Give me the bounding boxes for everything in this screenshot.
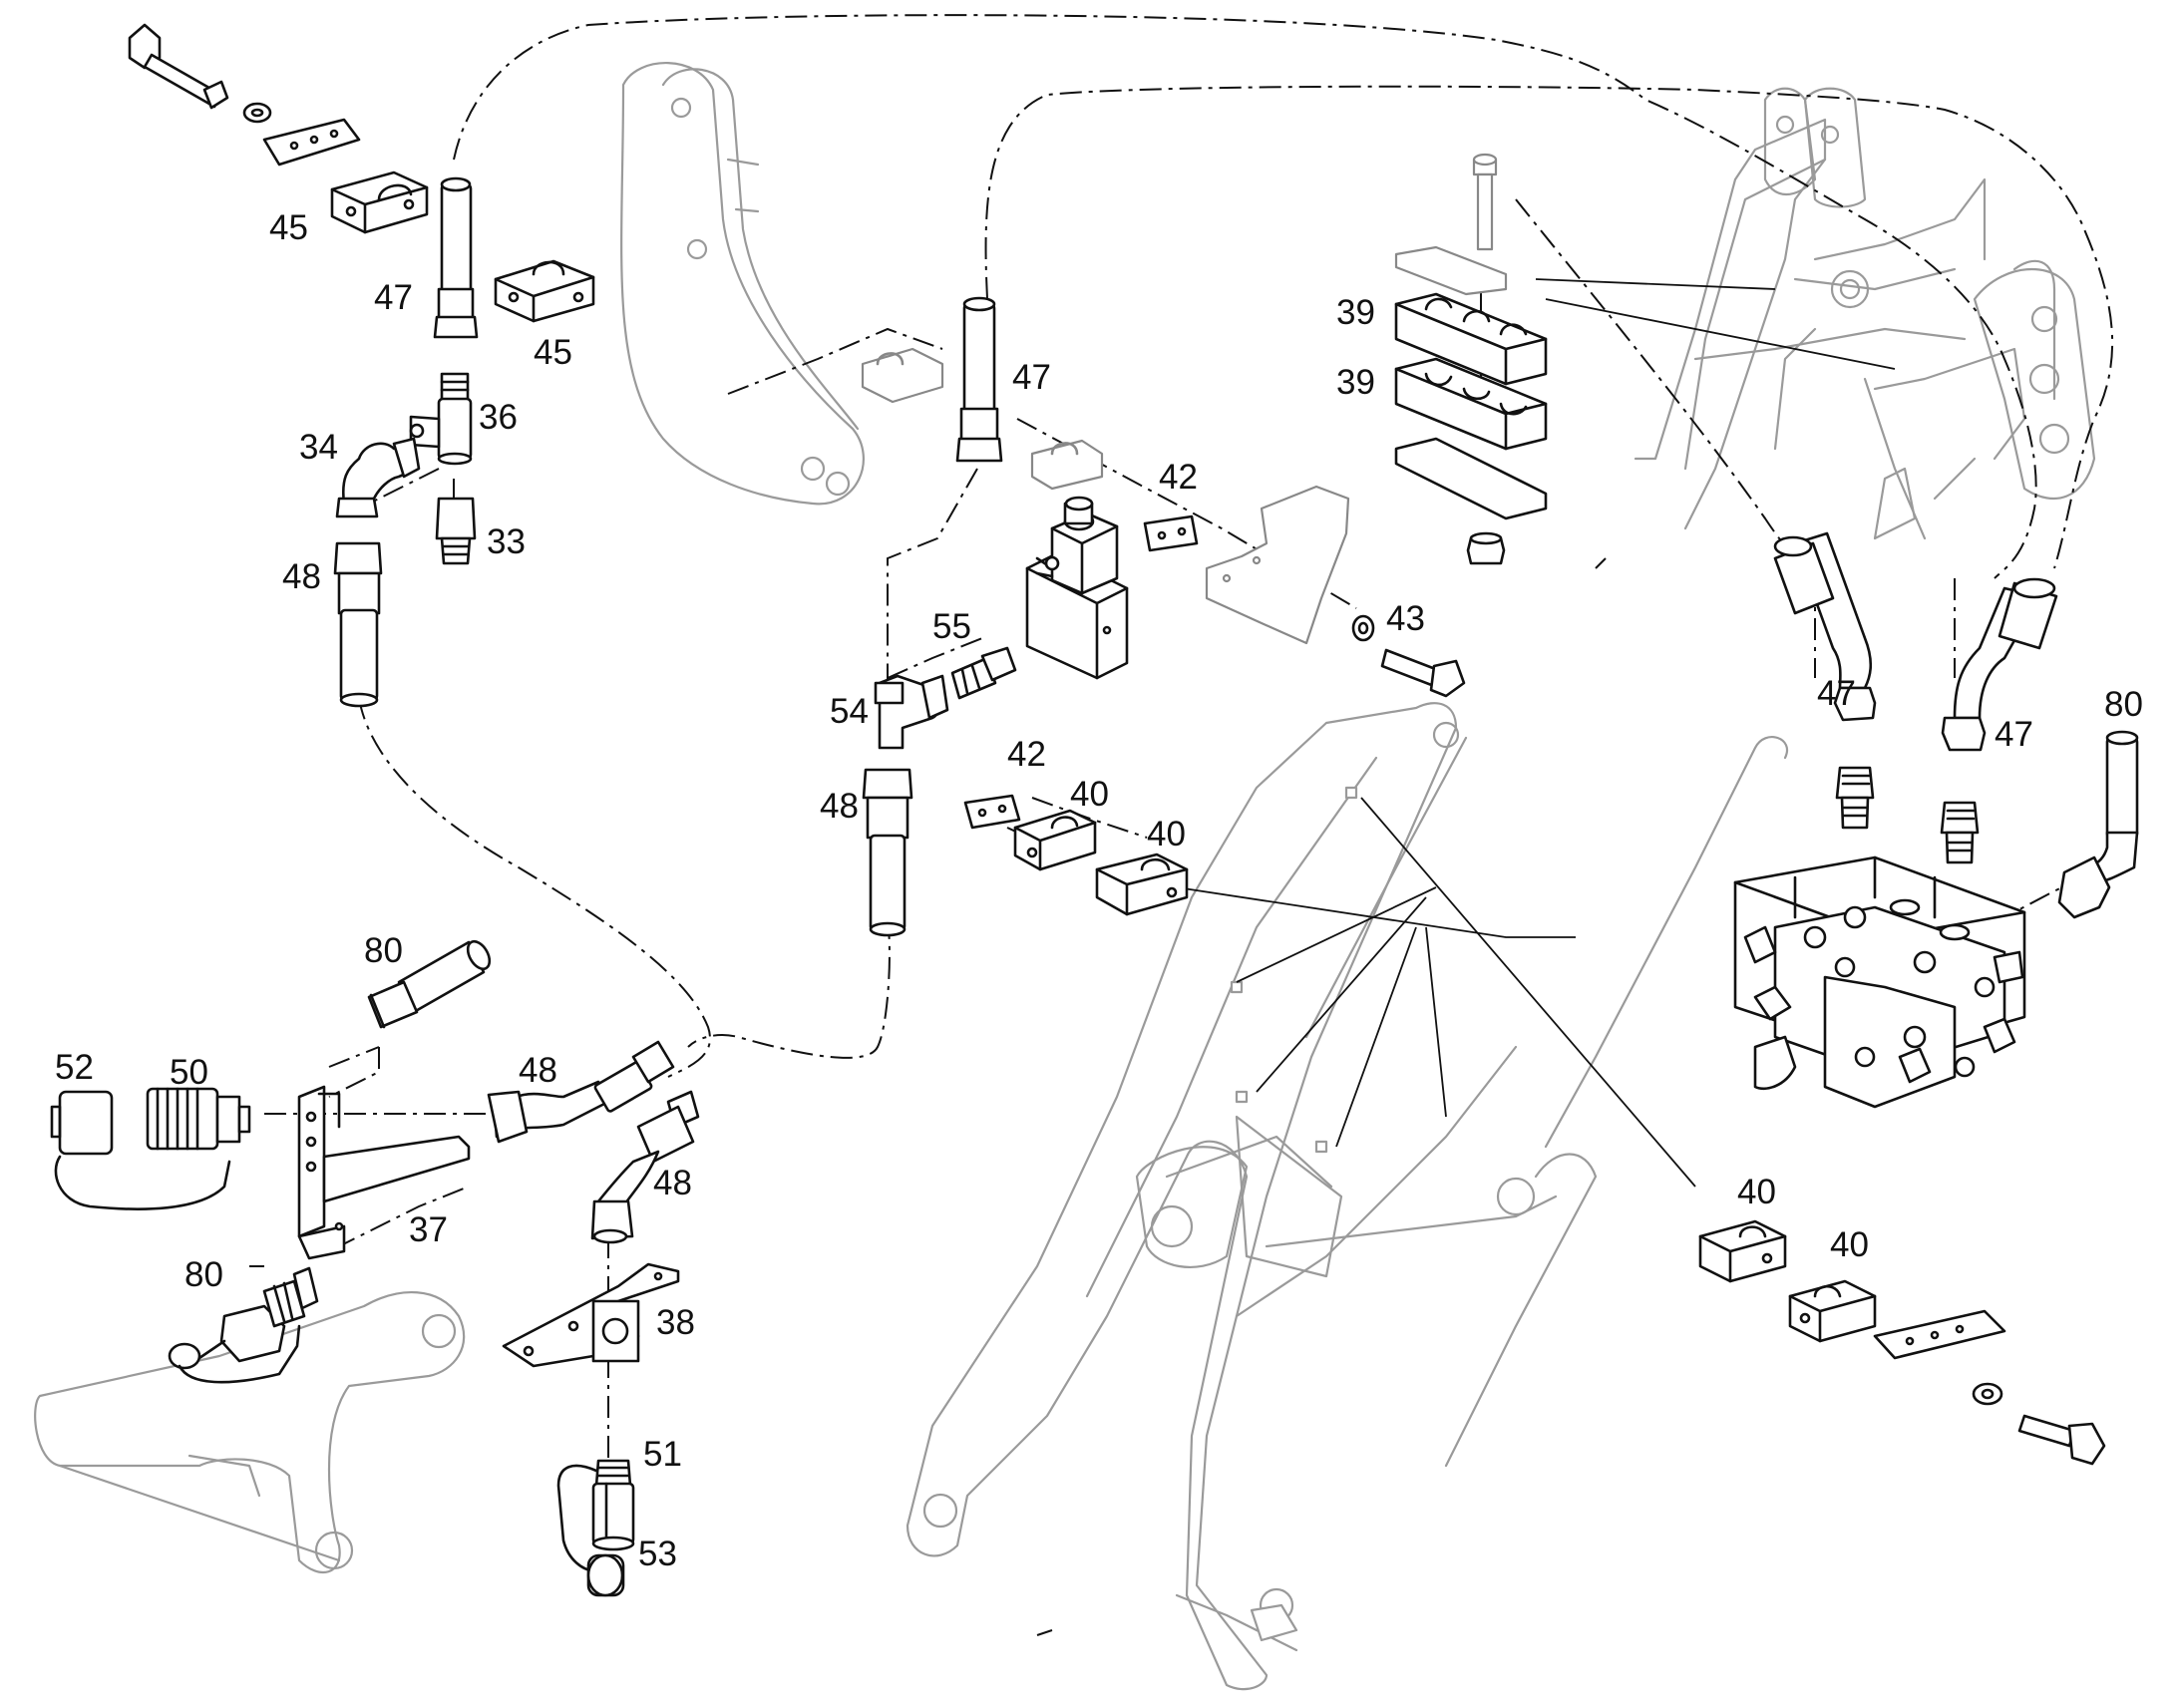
- callout-43: 43: [1386, 599, 1425, 638]
- cover-plate-39: [1394, 437, 1548, 520]
- background-frame: [34, 62, 2096, 1691]
- callout-40-bottom-b: 40: [1830, 1225, 1869, 1264]
- hose-48-lower-b: [590, 1090, 700, 1244]
- bolt-bottom-right: [2017, 1414, 2106, 1466]
- hose-47-middle: [955, 296, 1003, 463]
- callout-45-upper: 45: [269, 208, 308, 247]
- callout-38: 38: [656, 1303, 695, 1342]
- clamp-40-bottom-b: [1788, 1279, 1877, 1343]
- callout-52: 52: [55, 1048, 94, 1087]
- clamp-42-middle: [1030, 439, 1104, 491]
- leader-lines: [1176, 278, 1896, 1188]
- bolt-top-left: [128, 23, 229, 110]
- callout-40-right: 40: [1147, 815, 1186, 854]
- callout-47-right-a: 47: [1817, 674, 1856, 713]
- washer-43: [1351, 614, 1375, 642]
- bracket-38: [502, 1262, 680, 1368]
- callout-48-lower-a: 48: [519, 1051, 557, 1090]
- bolt-43: [1380, 648, 1466, 698]
- plate-bottom-right: [1873, 1309, 2006, 1360]
- clamp-40-bottom-a: [1698, 1219, 1787, 1283]
- cap-52: [50, 1090, 231, 1210]
- elbow-fitting-34: [335, 437, 421, 518]
- clamp-block-39-upper: [1394, 292, 1548, 386]
- callout-39-upper: 39: [1336, 293, 1375, 332]
- callout-50: 50: [170, 1053, 208, 1092]
- callout-55: 55: [932, 607, 971, 646]
- callout-labels: 45 47 45 36 34 33 48 47 42 55 54 48 43 3…: [55, 208, 2143, 1573]
- callout-47-left: 47: [374, 278, 413, 317]
- coupler-50: [146, 1087, 251, 1151]
- plate-42-lower: [963, 794, 1021, 830]
- clamp-middle-upper: [861, 347, 944, 404]
- bracket-sheet: [1205, 485, 1350, 645]
- clamp-40-right: [1095, 853, 1189, 916]
- callout-47-right-b: 47: [1995, 715, 2033, 754]
- hose-47-right-b: [1941, 577, 2058, 752]
- cap-53: [586, 1553, 625, 1597]
- bracket-37: [297, 1085, 471, 1260]
- callout-40-left: 40: [1070, 775, 1109, 814]
- bolt-39-stack: [1394, 153, 1508, 296]
- clamp-40-left: [1013, 809, 1097, 871]
- hose-47-right-a: [1773, 531, 1877, 722]
- clamp-block-39-lower: [1394, 357, 1548, 451]
- adapter-right-b: [1940, 801, 1980, 864]
- clamp-45-lower: [494, 259, 595, 323]
- tee-fitting-36: [409, 397, 473, 466]
- callout-45-lower: 45: [534, 333, 572, 372]
- callout-47-middle: 47: [1012, 358, 1051, 397]
- callout-48-left: 48: [282, 557, 321, 596]
- callout-48-middle: 48: [820, 787, 859, 826]
- adapter-33: [435, 497, 477, 565]
- callout-42-upper: 42: [1159, 458, 1198, 497]
- callout-80-right: 80: [2104, 685, 2143, 724]
- callout-33: 33: [487, 522, 526, 561]
- callout-40-bottom-a: 40: [1737, 1173, 1776, 1211]
- hose-80-left-lower: [168, 1266, 319, 1384]
- callout-34: 34: [299, 428, 338, 467]
- hose-48-lower-a: [487, 1040, 675, 1144]
- elbow-fitting-54: [874, 674, 949, 750]
- solenoid-valve: [1025, 496, 1129, 680]
- adapter-right-a: [1835, 766, 1875, 830]
- callout-37: 37: [409, 1210, 448, 1249]
- washer-top-left: [242, 102, 272, 124]
- washer-bottom-right: [1972, 1382, 2003, 1406]
- control-valve-block: [1733, 855, 2026, 1109]
- hose-80-right: [2057, 730, 2139, 919]
- hose-48-middle: [862, 768, 913, 937]
- callout-39-lower: 39: [1336, 363, 1375, 402]
- callout-48-lower-b: 48: [653, 1164, 692, 1202]
- clamp-45-upper: [330, 171, 429, 234]
- callout-80-left-upper: 80: [364, 931, 403, 970]
- callout-36: 36: [479, 398, 518, 437]
- callout-80-left-lower: 80: [184, 1255, 223, 1294]
- coupler-51: [556, 1459, 635, 1572]
- callout-54: 54: [830, 692, 869, 731]
- hose-80-left-upper: [367, 939, 492, 1029]
- callout-42-lower: 42: [1007, 735, 1046, 774]
- nut-39: [1466, 531, 1506, 565]
- plate-42-upper: [1143, 514, 1199, 552]
- nipple-55: [950, 646, 1017, 700]
- callout-53: 53: [638, 1535, 677, 1573]
- callout-51: 51: [643, 1435, 682, 1474]
- hose-48-left: [333, 541, 383, 708]
- hose-47-left: [433, 176, 479, 339]
- plate-top-left: [262, 118, 361, 167]
